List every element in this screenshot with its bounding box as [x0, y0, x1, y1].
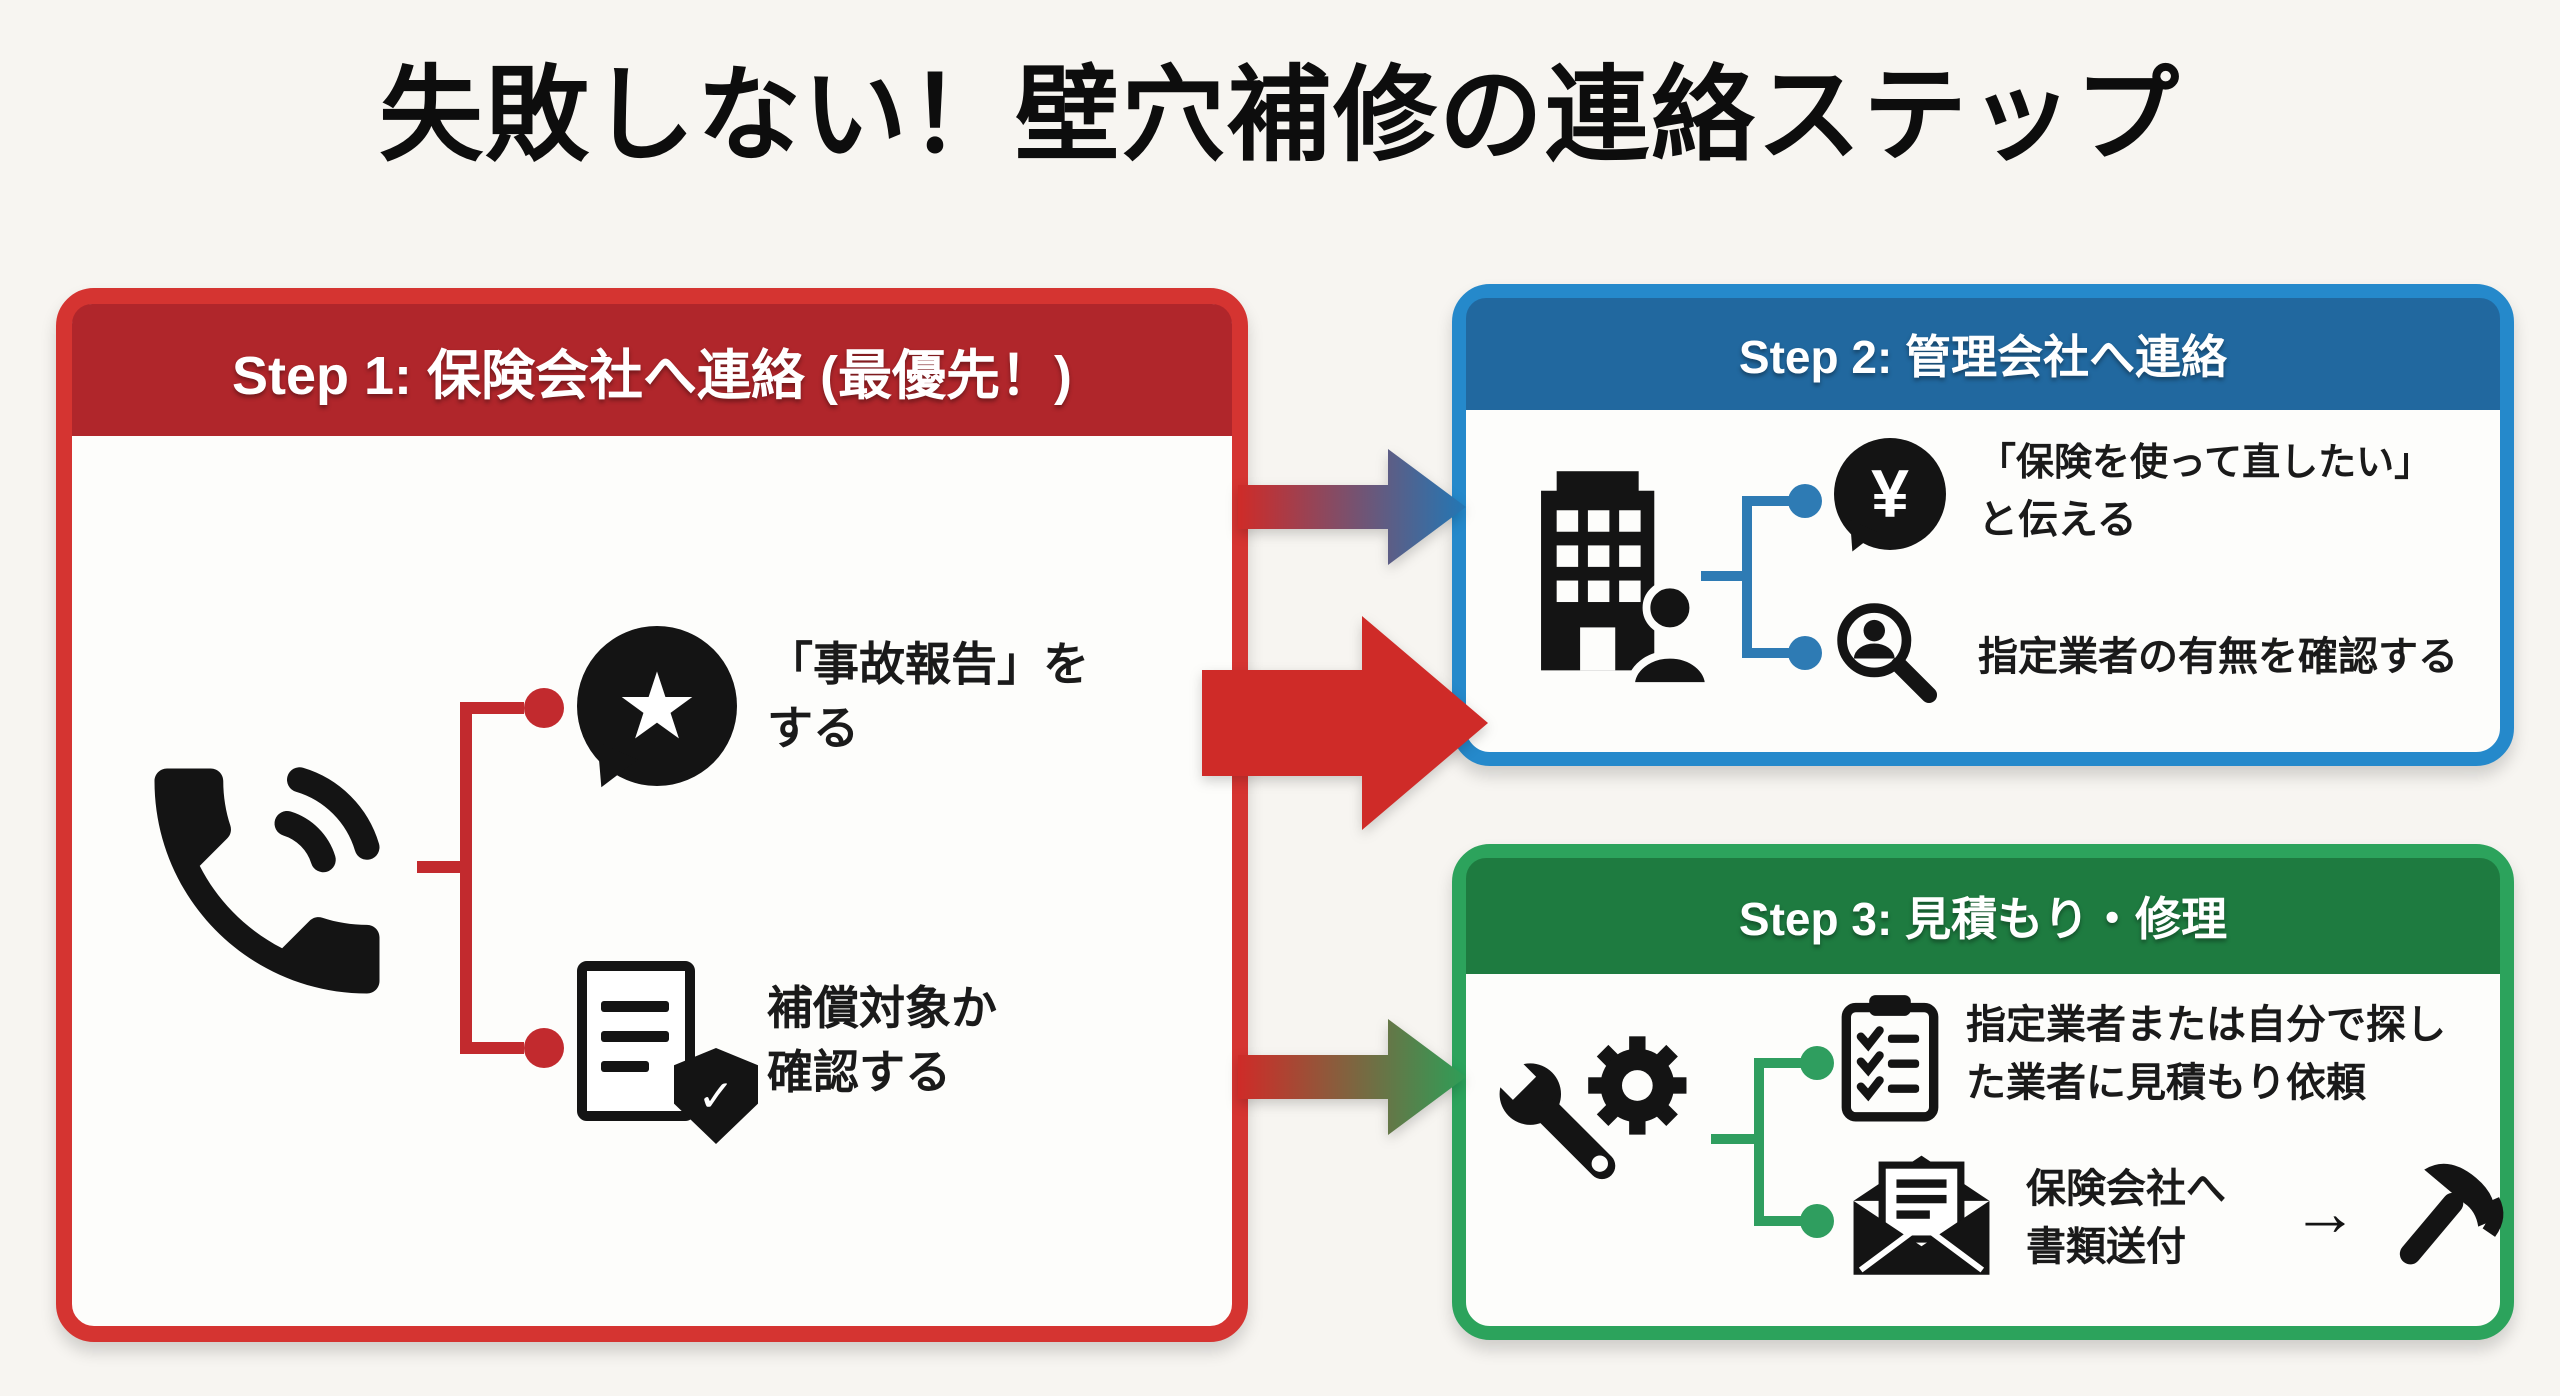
speech-bubble-star-icon: ★	[572, 626, 737, 817]
step1-connector-branch-bottom	[460, 1042, 524, 1054]
page-title: 失敗しない！壁穴補修の連絡ステップ	[378, 58, 2181, 174]
step2-item1-line2: と伝える	[1978, 498, 2137, 543]
step1-item1-line1: 「事故報告」を	[767, 638, 1089, 690]
step2-branch-dot-bottom	[1788, 636, 1822, 670]
step1-connector-spine	[460, 702, 472, 1054]
step2-branch-dot-top	[1788, 484, 1822, 518]
step3-content: 指定業者または自分で探し た業者に見積もり依頼 保険会社へ 書類送付 →	[1466, 974, 2504, 1326]
checklist-icon	[1841, 995, 1939, 1122]
step3-box: Step 3: 見積もり・修理	[1452, 844, 2514, 1340]
step2-item2-line1: 指定業者の有無を確認する	[1978, 635, 2458, 679]
step3-item2-line1: 保険会社へ	[2026, 1167, 2226, 1211]
step1-item1-line2: する	[767, 702, 859, 755]
person-search-icon	[1837, 603, 1938, 704]
step3-connector-branch-bottom	[1754, 1216, 1812, 1226]
step1-content: ★ 「事故報告」を する ✓ 補償対象か 確認する	[72, 436, 1232, 1326]
step2-connector-spine	[1742, 496, 1752, 658]
step3-connector-stub	[1711, 1134, 1761, 1144]
yen-glyph: ¥	[1871, 456, 1909, 532]
step1-header: Step 1: 保険会社へ連絡 (最優先！)	[72, 304, 1232, 436]
step2-item1-text: 「保険を使って直したい」 と伝える	[1978, 436, 2432, 549]
wrench-gear-icon	[1494, 1036, 1687, 1180]
step3-item1-line2: た業者に見積もり依頼	[1966, 1061, 2366, 1105]
step2-connector-stub	[1701, 571, 1749, 581]
phone-icon	[154, 767, 380, 994]
step2-header: Step 2: 管理会社へ連絡	[1466, 298, 2500, 410]
yen-speech-bubble-icon: ¥	[1832, 438, 1946, 572]
step2-content: ¥ 「保険を使って直したい」 と伝える 指定業者の有無を確認する	[1466, 410, 2500, 752]
step2-connector-branch-top	[1742, 496, 1800, 506]
step1-box: Step 1: 保険会社へ連絡 (最優先！) ★ 「事故報告」を する	[56, 288, 1248, 1342]
step3-branch-dot-bottom	[1800, 1204, 1834, 1238]
step2-connector-branch-bottom	[1742, 648, 1800, 658]
step1-connector-stub	[417, 861, 467, 873]
shield-check-icon: ✓	[674, 1048, 758, 1144]
check-glyph: ✓	[697, 1071, 735, 1121]
step3-item1-line1: 指定業者または自分で探し	[1966, 1003, 2446, 1047]
step2-item1-line1: 「保険を使って直したい」	[1978, 442, 2433, 484]
envelope-icon	[1853, 1155, 1990, 1275]
step1-branch-dot-top	[524, 688, 564, 728]
step3-connector-branch-top	[1754, 1058, 1812, 1068]
step3-header: Step 3: 見積もり・修理	[1466, 858, 2500, 974]
document-line	[601, 1061, 649, 1072]
star-glyph: ★	[615, 655, 699, 758]
hammer-icon	[2399, 1163, 2504, 1265]
step2-item2-text: 指定業者の有無を確認する	[1978, 628, 2458, 686]
document-shield-icon: ✓	[577, 961, 758, 1144]
step2-box: Step 2: 管理会社へ連絡 ¥	[1452, 284, 2514, 766]
step1-branch-dot-bottom	[524, 1028, 564, 1068]
step3-item1-text: 指定業者または自分で探し た業者に見積もり依頼	[1966, 996, 2446, 1112]
arrow-step1-to-step2	[1238, 449, 1466, 565]
step1-item2-line1: 補償対象か	[767, 982, 997, 1034]
step1-item2-text: 補償対象か 確認する	[767, 976, 997, 1105]
step3-connector-spine	[1754, 1058, 1764, 1226]
step3-branch-dot-top	[1800, 1046, 1834, 1080]
step3-item2-line2: 書類送付	[2026, 1225, 2186, 1269]
document-line	[601, 1001, 669, 1012]
step1-connector-branch-top	[460, 702, 524, 714]
step1-item2-line2: 確認する	[767, 1046, 951, 1099]
right-arrow-glyph: →	[2292, 1175, 2358, 1249]
document-line	[601, 1031, 669, 1042]
step1-item1-text: 「事故報告」を する	[767, 632, 1089, 761]
building-person-icon	[1541, 471, 1707, 690]
arrow-step1-main	[1202, 616, 1488, 830]
arrow-step1-to-step3	[1238, 1019, 1466, 1135]
step3-item2-text: 保険会社へ 書類送付	[2026, 1160, 2226, 1276]
